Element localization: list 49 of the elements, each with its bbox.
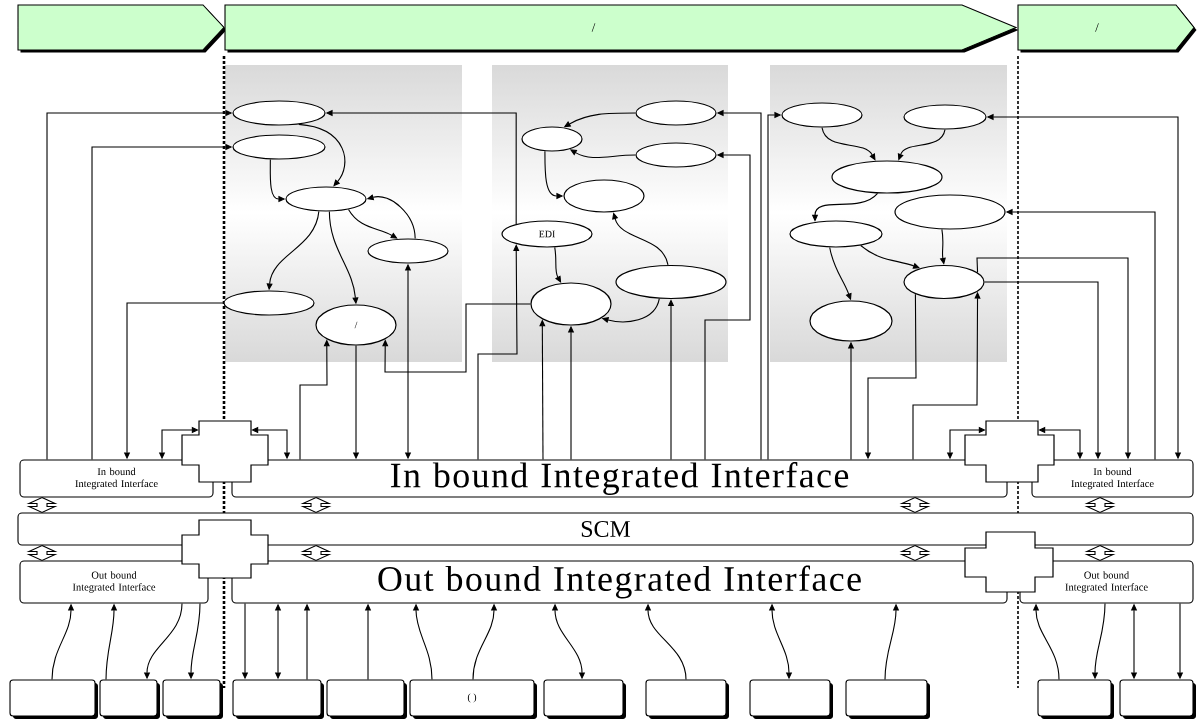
system-box — [845, 679, 930, 719]
system-box — [749, 679, 833, 719]
junction-cross — [964, 420, 1055, 483]
system-box — [543, 679, 626, 719]
junction-cross — [181, 420, 269, 483]
arrow — [612, 212, 669, 266]
interface-bar: Out bound Integrated Interface — [19, 560, 209, 604]
arrow — [477, 244, 520, 460]
arrow — [821, 127, 876, 161]
system-box — [1037, 679, 1114, 719]
system-box — [9, 679, 98, 719]
process-ellipse — [894, 194, 1006, 230]
system-box — [645, 679, 729, 719]
process-ellipse — [781, 102, 863, 128]
process-ellipse — [232, 134, 326, 160]
junction-cross — [964, 531, 1054, 593]
process-ellipse — [367, 238, 449, 264]
system-box: ( ) — [409, 679, 537, 719]
process-ellipse — [223, 290, 315, 316]
process-ellipse — [809, 300, 893, 342]
system-box — [162, 679, 223, 719]
interface-bar: In bound Integrated Interface — [19, 459, 214, 498]
process-ellipse — [635, 142, 717, 168]
arrow — [860, 245, 920, 269]
process-ellipse — [903, 264, 985, 300]
system-box — [326, 679, 407, 719]
process-ellipse — [530, 282, 612, 326]
arrow — [554, 246, 562, 283]
process-ellipse — [635, 100, 717, 126]
phase-band: / — [1017, 4, 1197, 53]
arrow — [382, 303, 531, 373]
junction-cross — [181, 519, 269, 579]
interface-bar: In bound Integrated Interface — [231, 459, 1008, 498]
interface-bar: Out bound Integrated Interface — [231, 560, 1008, 604]
process-ellipse — [903, 104, 987, 130]
interface-bar: SCM — [17, 512, 1194, 546]
system-box — [232, 679, 324, 719]
interface-bar: In bound Integrated Interface — [1031, 459, 1194, 498]
process-ellipse — [789, 220, 883, 248]
phase-band — [17, 4, 227, 53]
process-ellipse — [521, 126, 583, 152]
system-box — [1119, 679, 1196, 719]
process-ellipse — [831, 160, 943, 194]
process-ellipse — [563, 179, 645, 213]
process-ellipse — [232, 100, 326, 126]
process-ellipse — [615, 264, 727, 300]
system-box — [99, 679, 160, 719]
arrow — [347, 208, 398, 239]
process-ellipse — [285, 186, 367, 212]
